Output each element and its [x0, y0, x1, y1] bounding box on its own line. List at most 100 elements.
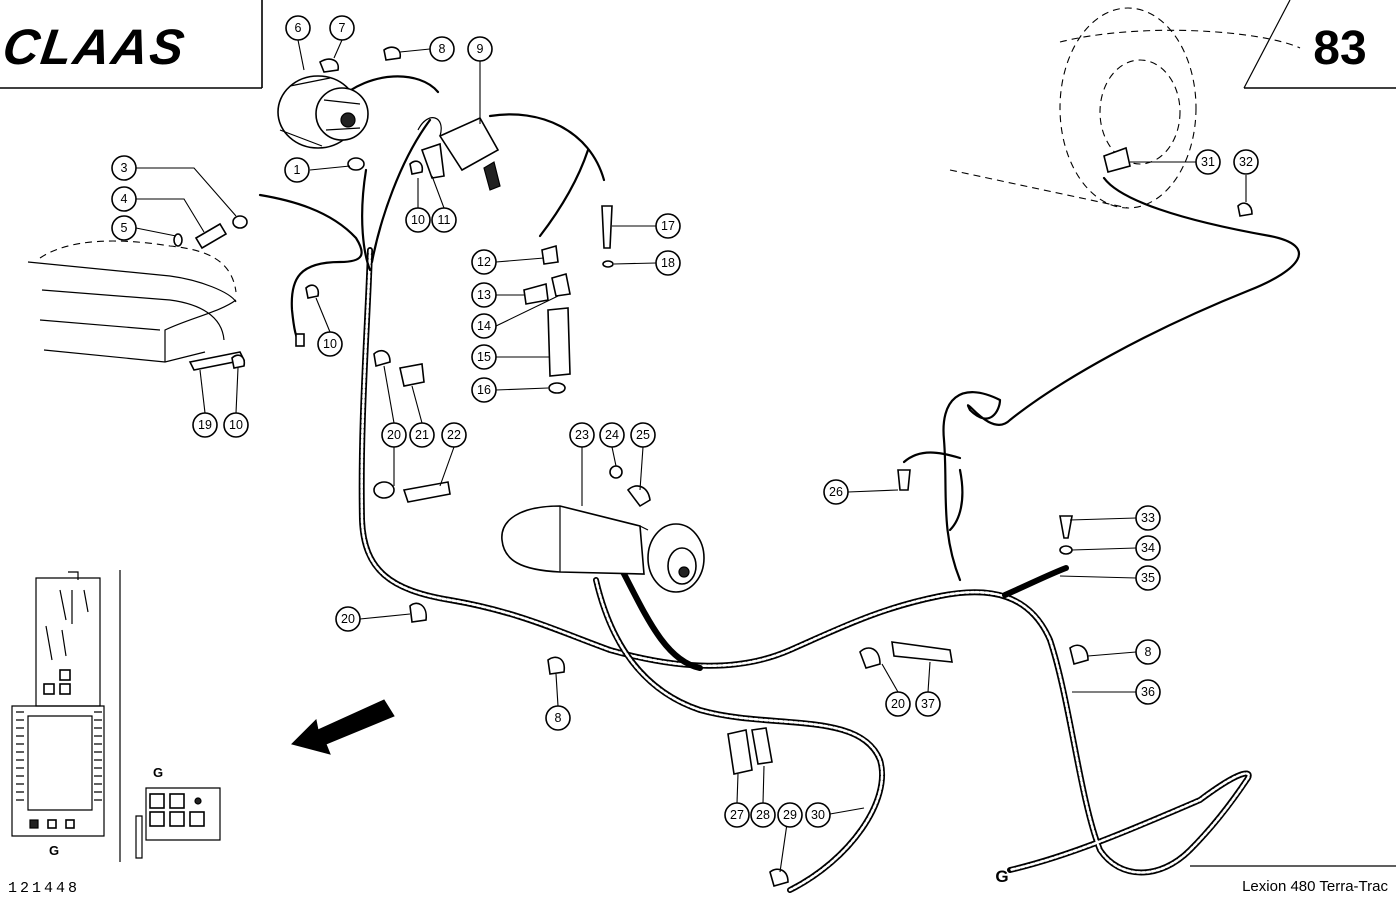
connector-harness-end	[295, 333, 305, 347]
svg-text:29: 29	[783, 808, 797, 822]
main-wiring-harness	[358, 247, 1252, 876]
svg-text:20: 20	[341, 612, 355, 626]
svg-text:17: 17	[661, 219, 675, 233]
svg-text:10: 10	[229, 418, 243, 432]
callout-10: 10	[223, 412, 249, 438]
callout-35: 35	[1135, 565, 1161, 591]
svg-text:8: 8	[439, 42, 446, 56]
callout-1: 1	[284, 157, 310, 183]
fuel-tank-outline	[27, 240, 237, 363]
sender-12	[541, 244, 559, 265]
svg-text:22: 22	[447, 428, 461, 442]
callout-6: 6	[285, 15, 311, 41]
starter-cable-30	[593, 577, 885, 893]
svg-text:36: 36	[1141, 685, 1155, 699]
svg-text:18: 18	[661, 256, 675, 270]
detail-g-inset: G	[135, 765, 221, 859]
svg-text:30: 30	[811, 808, 825, 822]
svg-text:19: 19	[198, 418, 212, 432]
clip-10-top	[409, 160, 424, 175]
bracket-22	[402, 481, 451, 503]
clip-8-right	[1069, 644, 1089, 665]
sensor-26	[897, 469, 911, 491]
svg-text:9: 9	[477, 42, 484, 56]
bracket-37	[891, 641, 953, 663]
callout-3: 3	[111, 155, 137, 181]
svg-text:14: 14	[477, 319, 491, 333]
callout-10: 10	[317, 331, 343, 357]
callout-5: 5	[111, 215, 137, 241]
svg-text:5: 5	[121, 221, 128, 235]
svg-text:33: 33	[1141, 511, 1155, 525]
callout-28: 28	[750, 802, 776, 828]
callout-4: 4	[111, 186, 137, 212]
page-number: 83	[1313, 22, 1366, 75]
callout-10: 10	[405, 207, 431, 233]
callout-9: 9	[467, 36, 493, 62]
callout-21: 21	[409, 422, 435, 448]
starter-motor-23	[501, 505, 705, 593]
callout-19: 19	[192, 412, 218, 438]
svg-text:16: 16	[477, 383, 491, 397]
sensor-4	[194, 222, 228, 250]
callout-20: 20	[335, 606, 361, 632]
callout-11: 11	[431, 207, 457, 233]
sleeve-15	[547, 307, 571, 377]
battery-cable-35	[1002, 565, 1069, 598]
clip-32	[1237, 202, 1253, 217]
callout-22: 22	[441, 422, 467, 448]
callout-20: 20	[381, 422, 407, 448]
direction-arrow	[291, 699, 395, 755]
connector-3	[232, 215, 248, 229]
callout-37: 37	[915, 691, 941, 717]
svg-text:31: 31	[1201, 155, 1215, 169]
location-inset: G	[11, 570, 121, 862]
plate-27	[727, 729, 753, 775]
svg-text:7: 7	[339, 21, 346, 35]
inset-panel-label: G	[49, 843, 59, 858]
callout-36: 36	[1135, 679, 1161, 705]
svg-text:6: 6	[295, 21, 302, 35]
wheel-outline	[949, 7, 1301, 209]
callout-16: 16	[471, 377, 497, 403]
relay-9	[417, 116, 501, 191]
svg-text:15: 15	[477, 350, 491, 364]
switch-13	[523, 282, 549, 305]
svg-text:24: 24	[605, 428, 619, 442]
svg-text:10: 10	[411, 213, 425, 227]
svg-text:4: 4	[121, 192, 128, 206]
callout-15: 15	[471, 344, 497, 370]
sensor-harness	[488, 113, 606, 238]
svg-text:35: 35	[1141, 571, 1155, 585]
svg-text:21: 21	[415, 428, 429, 442]
svg-text:10: 10	[323, 337, 337, 351]
sensor-17	[601, 205, 613, 249]
clip-7	[319, 58, 340, 73]
clip-8-top	[383, 46, 402, 61]
svg-text:8: 8	[1145, 645, 1152, 659]
callout-8: 8	[545, 705, 571, 731]
washer-34	[1059, 545, 1073, 555]
callout-25: 25	[630, 422, 656, 448]
svg-text:28: 28	[756, 808, 770, 822]
bracket-11	[420, 142, 445, 179]
clip-10-left	[305, 284, 320, 299]
svg-text:3: 3	[121, 161, 128, 175]
callout-33: 33	[1135, 505, 1161, 531]
wheel-sensor-harness	[902, 176, 1301, 582]
oring-18	[602, 260, 614, 268]
callout-23: 23	[569, 422, 595, 448]
model-name: Lexion 480 Terra-Trac	[1242, 878, 1388, 895]
svg-text:27: 27	[730, 808, 744, 822]
clip-29	[769, 868, 789, 887]
callout-8: 8	[1135, 639, 1161, 665]
clip-20-right	[859, 647, 881, 669]
callout-32: 32	[1233, 149, 1259, 175]
plate-28	[751, 727, 773, 765]
svg-text:20: 20	[891, 697, 905, 711]
header-divider-right	[1243, 0, 1291, 89]
clip-20-lower	[409, 602, 427, 623]
svg-text:12: 12	[477, 255, 491, 269]
callout-8: 8	[429, 36, 455, 62]
